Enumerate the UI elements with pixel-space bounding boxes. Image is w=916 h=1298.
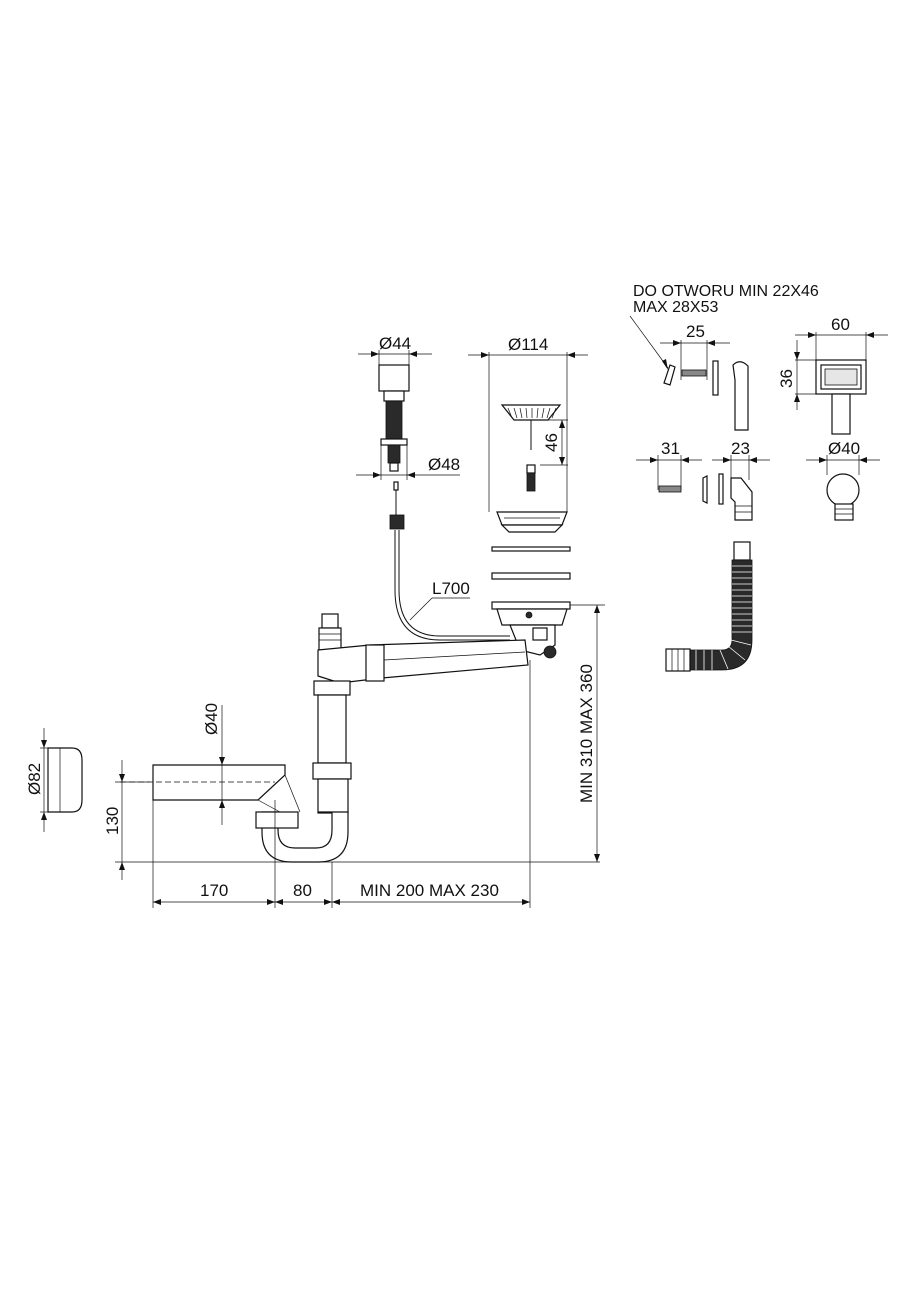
upper-nut — [313, 680, 351, 696]
vertical-pipe — [317, 694, 347, 764]
overflow-cover-stem — [831, 393, 851, 435]
dim-d40-side-label: Ø40 — [202, 703, 221, 735]
basket-top — [500, 404, 562, 421]
trap-nut — [255, 811, 299, 829]
washer-2 — [491, 572, 571, 580]
dim-min-max-vertical-label: MIN 310 MAX 360 — [577, 664, 596, 803]
dim-46-label: 46 — [542, 433, 561, 452]
overflow-cover-detail: 25 60 36 — [660, 315, 888, 435]
note-line-1: DO OTWORU MIN 22X46 — [633, 283, 819, 300]
overflow-round-detail: 31 23 Ø40 — [636, 439, 880, 521]
dim-d40-top-label: Ø40 — [828, 439, 860, 458]
hose-corrugation — [689, 559, 753, 671]
cable-line — [394, 530, 510, 641]
bottom-dimensions: 170 80 MIN 200 MAX 230 — [152, 660, 531, 908]
overflow-round-screw — [658, 485, 682, 493]
note-line-2: MAX 28X53 — [633, 299, 718, 316]
vertical-height-dimension: MIN 310 MAX 360 — [570, 604, 605, 862]
middle-nut — [312, 762, 352, 780]
dim-min-max-horizontal-label: MIN 200 MAX 230 — [360, 881, 499, 900]
siphon-assembly — [120, 613, 529, 863]
dim-130-label: 130 — [103, 807, 122, 835]
drain-body — [496, 608, 568, 626]
dim-d82-label: Ø82 — [25, 763, 44, 795]
button-cap — [378, 364, 410, 392]
washer-3 — [491, 601, 571, 610]
corrugated-overflow-hose — [665, 541, 753, 672]
dim-d114-label: Ø114 — [508, 335, 548, 354]
dim-25-label: 25 — [686, 322, 705, 341]
drain-mechanism-knob — [543, 645, 557, 659]
wall-rosette-detail: Ø82 — [25, 728, 83, 832]
wall-rosette — [47, 747, 83, 813]
dim-d48-label: Ø48 — [428, 455, 460, 474]
overflow-round-body — [730, 477, 753, 521]
dim-d40-side: Ø40 — [202, 703, 225, 825]
cable-connector — [389, 514, 405, 530]
l700-leader — [409, 597, 433, 621]
overflow-body — [732, 361, 749, 431]
outlet-pipe — [152, 764, 286, 801]
dim-36-label: 36 — [777, 369, 796, 388]
drain-flange — [496, 511, 568, 526]
overflow-gasket — [712, 360, 719, 396]
siphon-horizontal-arm — [317, 639, 529, 684]
dim-l700-label: L700 — [432, 579, 470, 598]
overflow-small-plate — [663, 364, 676, 386]
dim-31-label: 31 — [661, 439, 680, 458]
dim-130: 130 — [103, 760, 600, 880]
bowden-cable: L700 — [389, 481, 510, 641]
button-thread — [385, 400, 403, 440]
dim-170-label: 170 — [200, 881, 228, 900]
overflow-round-cover — [826, 473, 860, 507]
dim-d44-label: Ø44 — [379, 334, 411, 353]
washer-1 — [491, 546, 571, 552]
dim-23-label: 23 — [731, 439, 750, 458]
hole-size-note: DO OTWORU MIN 22X46 MAX 28X53 — [629, 283, 819, 370]
pop-up-button-detail: Ø44 Ø48 — [356, 334, 460, 480]
dim-60-label: 60 — [831, 315, 850, 334]
dim-80-label: 80 — [293, 881, 312, 900]
note-leader-line — [629, 315, 669, 369]
arm-nut — [365, 644, 385, 682]
overflow-screw — [681, 369, 707, 377]
strainer-basket-detail: Ø114 46 — [468, 335, 588, 659]
